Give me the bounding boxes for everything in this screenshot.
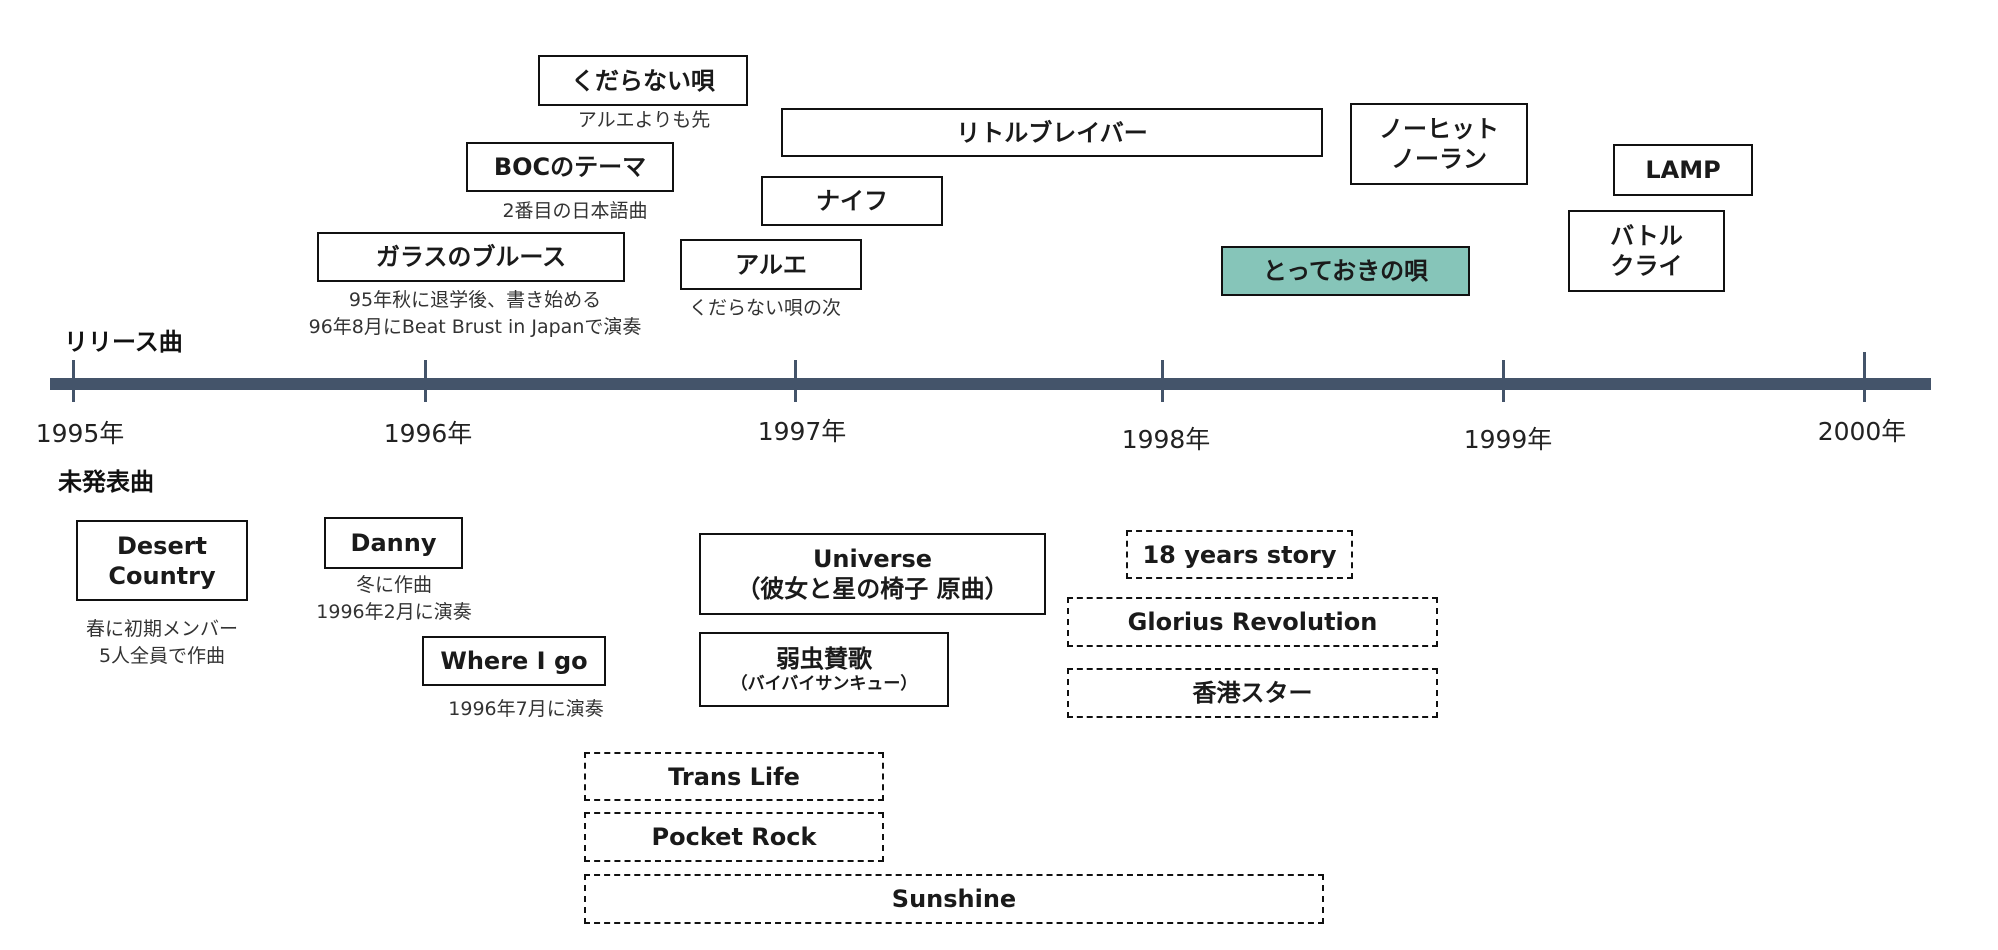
song-title: Danny: [350, 529, 437, 557]
song-title-line: ノーヒット: [1379, 115, 1499, 143]
song-note-line: 96年8月にBeat Brust in Japanで演奏: [308, 315, 642, 338]
song-note: 2番目の日本語曲: [502, 200, 648, 222]
song-title: Trans Life: [668, 762, 800, 791]
song-box-yowamushi-sanka: 弱虫賛歌 （バイバイサンキュー）: [699, 632, 949, 707]
song-note-line: 1996年2月に演奏: [316, 600, 472, 623]
song-title-line: ノーラン: [1391, 145, 1487, 173]
song-box-kudaranai-uta: くだらない唄: [538, 55, 748, 106]
song-box-glass-no-blues: ガラスのブルース: [317, 232, 625, 282]
song-title: 弱虫賛歌: [776, 644, 872, 673]
song-note: 95年秋に退学後、書き始める 96年8月にBeat Brust in Japan…: [309, 287, 642, 340]
song-box-pocket-rock: Pocket Rock: [584, 812, 884, 862]
song-box-battle-cry: バトル クライ: [1568, 210, 1725, 292]
song-title: 18 years story: [1142, 540, 1337, 569]
song-note: 1996年7月に演奏: [448, 698, 604, 720]
song-title-line: Universe: [812, 545, 933, 573]
tick-1995: [72, 360, 75, 402]
song-box-desert-country: Desert Country: [76, 520, 248, 601]
song-box-trans-life: Trans Life: [584, 752, 884, 801]
year-label-1998: 1998年: [1121, 425, 1211, 454]
song-box-arue: アルエ: [680, 239, 862, 290]
song-box-totteoki-no-uta-highlighted: とっておきの唄: [1221, 246, 1470, 296]
song-note-line: 冬に作曲: [355, 574, 433, 596]
tick-1996: [424, 360, 427, 402]
tick-1997: [794, 360, 797, 402]
song-box-glorius-revolution: Glorius Revolution: [1067, 597, 1438, 647]
song-box-no-hit-no-run: ノーヒット ノーラン: [1350, 103, 1528, 185]
song-title: Pocket Rock: [651, 823, 817, 851]
released-songs-label: リリース曲: [64, 328, 183, 356]
song-title: リトルブレイバー: [956, 118, 1148, 147]
song-title-line: Country: [108, 561, 216, 590]
tick-2000: [1863, 352, 1866, 402]
song-title: Where I go: [440, 647, 588, 675]
song-note-line: 5人全員で作曲: [98, 644, 226, 667]
song-box-little-braver: リトルブレイバー: [781, 108, 1323, 157]
song-title: 香港スター: [1192, 679, 1313, 707]
song-box-sunshine: Sunshine: [584, 874, 1324, 924]
year-label-2000: 2000年: [1817, 417, 1907, 446]
song-box-18-years-story: 18 years story: [1126, 530, 1353, 579]
tick-1999: [1502, 360, 1505, 402]
tick-1998: [1161, 360, 1164, 402]
song-note: くだらない唄の次: [688, 297, 842, 319]
song-note: アルエよりも先: [577, 109, 711, 131]
song-box-hong-kong-star: 香港スター: [1067, 668, 1438, 718]
song-title: ナイフ: [816, 187, 888, 215]
year-label-1995: 1995年: [35, 419, 125, 448]
song-box-universe: Universe （彼女と星の椅子 原曲）: [699, 533, 1046, 615]
song-box-knife: ナイフ: [761, 176, 943, 226]
song-subtitle: （バイバイサンキュー）: [730, 673, 918, 694]
year-label-1997: 1997年: [757, 417, 847, 446]
song-title: LAMP: [1645, 156, 1721, 184]
unreleased-songs-label: 未発表曲: [58, 468, 154, 496]
song-note-line: 春に初期メンバー: [85, 618, 239, 640]
song-title: ガラスのブルース: [375, 243, 567, 271]
song-box-boc-theme: BOCのテーマ: [466, 142, 674, 192]
song-box-lamp: LAMP: [1613, 144, 1753, 196]
song-note: 春に初期メンバー 5人全員で作曲: [86, 616, 238, 669]
song-title-line: Desert: [116, 531, 208, 560]
timeline-axis: [50, 378, 1931, 390]
song-title-line: クライ: [1610, 252, 1683, 280]
song-box-danny: Danny: [324, 517, 463, 569]
year-label-1999: 1999年: [1463, 425, 1553, 454]
song-title-line: バトル: [1610, 222, 1683, 250]
song-title: くだらない唄: [571, 66, 715, 95]
song-title: Sunshine: [891, 885, 1017, 913]
song-title: BOCのテーマ: [493, 153, 647, 181]
song-note: 冬に作曲 1996年2月に演奏: [316, 572, 471, 625]
song-box-where-i-go: Where I go: [422, 636, 606, 686]
song-title-line: （彼女と星の椅子 原曲）: [736, 575, 1009, 603]
song-note-line: 95年秋に退学後、書き始める: [348, 289, 602, 311]
year-label-1996: 1996年: [383, 419, 473, 448]
song-title: とっておきの唄: [1262, 257, 1429, 285]
song-title: アルエ: [735, 250, 807, 279]
song-title: Glorius Revolution: [1127, 608, 1378, 636]
